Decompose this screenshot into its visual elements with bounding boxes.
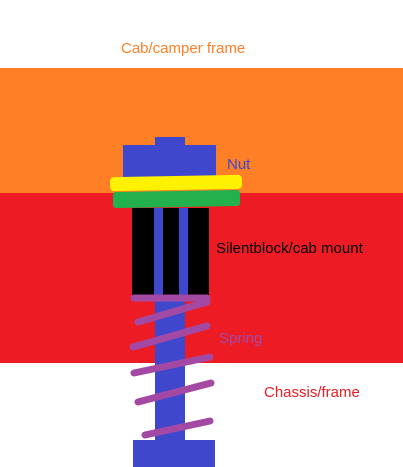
bolt-rod-right [179, 208, 188, 300]
spring-coil [141, 417, 214, 439]
spring-coil [130, 353, 214, 377]
spring-coil [134, 379, 215, 406]
silentblock [132, 208, 209, 300]
bolt-rod-left [154, 208, 163, 300]
spring-coil [134, 298, 211, 326]
nut [123, 145, 216, 178]
nut-top [155, 137, 185, 147]
spring-coil [129, 322, 211, 351]
bolt-foot [133, 440, 215, 467]
label-nut: Nut [227, 156, 251, 173]
label-spring: Spring [219, 330, 263, 347]
label-chassis: Chassis/frame [264, 384, 360, 401]
label-cab-frame: Cab/camper frame [121, 40, 246, 57]
label-silentblock: Silentblock/cab mount [216, 240, 363, 257]
